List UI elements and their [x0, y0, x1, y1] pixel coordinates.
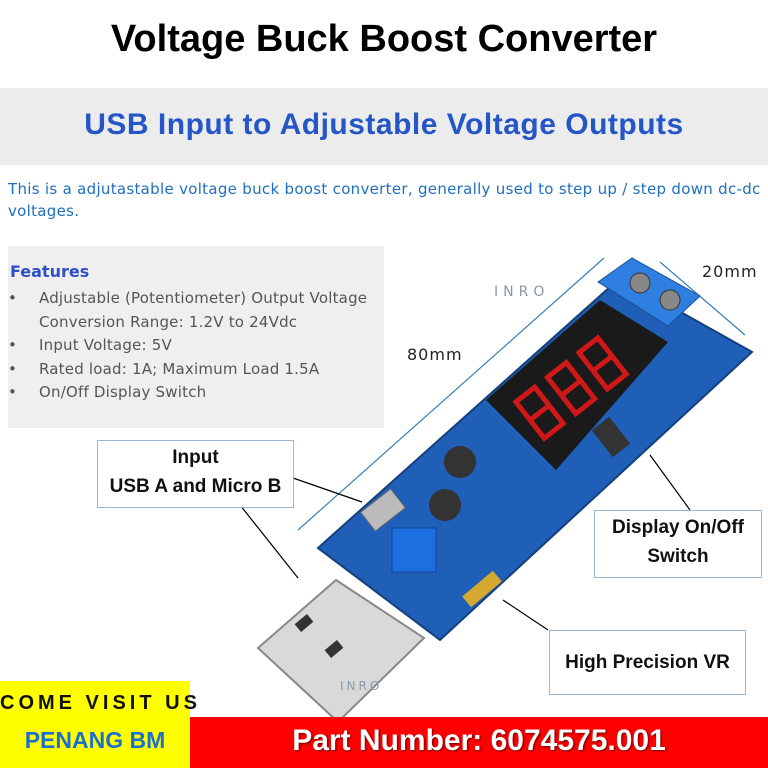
- callout-text: USB A and Micro B: [109, 476, 282, 497]
- inductor: [444, 446, 476, 478]
- callout-text: Switch: [647, 546, 709, 567]
- store-name: PENANG BM: [24, 727, 166, 753]
- usb-a-plug: [256, 578, 426, 724]
- dimension-lines: [297, 257, 746, 531]
- part-number-bar: [190, 717, 768, 768]
- display-switch: [591, 416, 631, 458]
- width-dimension: 20mm: [702, 262, 758, 281]
- watermark: INRO: [494, 284, 549, 300]
- potentiometer-screw: [462, 570, 502, 608]
- usb-plug-hole: [324, 640, 344, 658]
- callout-text: Display On/Off: [612, 517, 744, 538]
- features-heading: Features: [10, 262, 90, 281]
- description: This is a adjutastable voltage buck boos…: [8, 180, 761, 220]
- terminal-screw: [629, 272, 651, 294]
- feature-item: On/Off Display Switch: [8, 381, 384, 405]
- potentiometer: [391, 527, 437, 573]
- subtitle: USB Input to Adjustable Voltage Outputs: [84, 108, 684, 141]
- watermark: INRO: [340, 679, 382, 693]
- subtitle-band: [0, 88, 768, 165]
- micro-usb-port: [359, 488, 407, 532]
- callout-arrows: [239, 454, 691, 631]
- terminal-screw: [659, 289, 681, 311]
- inductor: [429, 489, 461, 521]
- display-switch-callout: Display On/Off Switch: [594, 510, 762, 578]
- callout-text: Input: [172, 447, 219, 468]
- feature-item: Adjustable (Potentiometer) Output Voltag…: [8, 287, 384, 334]
- feature-item: Input Voltage: 5V: [8, 334, 384, 358]
- feature-item: Rated load: 1A; Maximum Load 1.5A: [8, 358, 384, 382]
- page-title: Voltage Buck Boost Converter: [110, 18, 658, 60]
- length-dimension: 80mm: [407, 345, 463, 364]
- vr-callout: High Precision VR: [549, 630, 746, 695]
- visit-box: [0, 681, 190, 768]
- pcb-board: [316, 276, 754, 642]
- display-digits: [512, 334, 630, 442]
- usb-plug-hole: [294, 614, 314, 632]
- features-list: Adjustable (Potentiometer) Output Voltag…: [8, 287, 384, 405]
- input-callout: Input USB A and Micro B: [97, 440, 294, 508]
- part-number: Part Number: 6074575.001: [292, 724, 666, 757]
- visit-text: COME VISIT US: [0, 692, 201, 714]
